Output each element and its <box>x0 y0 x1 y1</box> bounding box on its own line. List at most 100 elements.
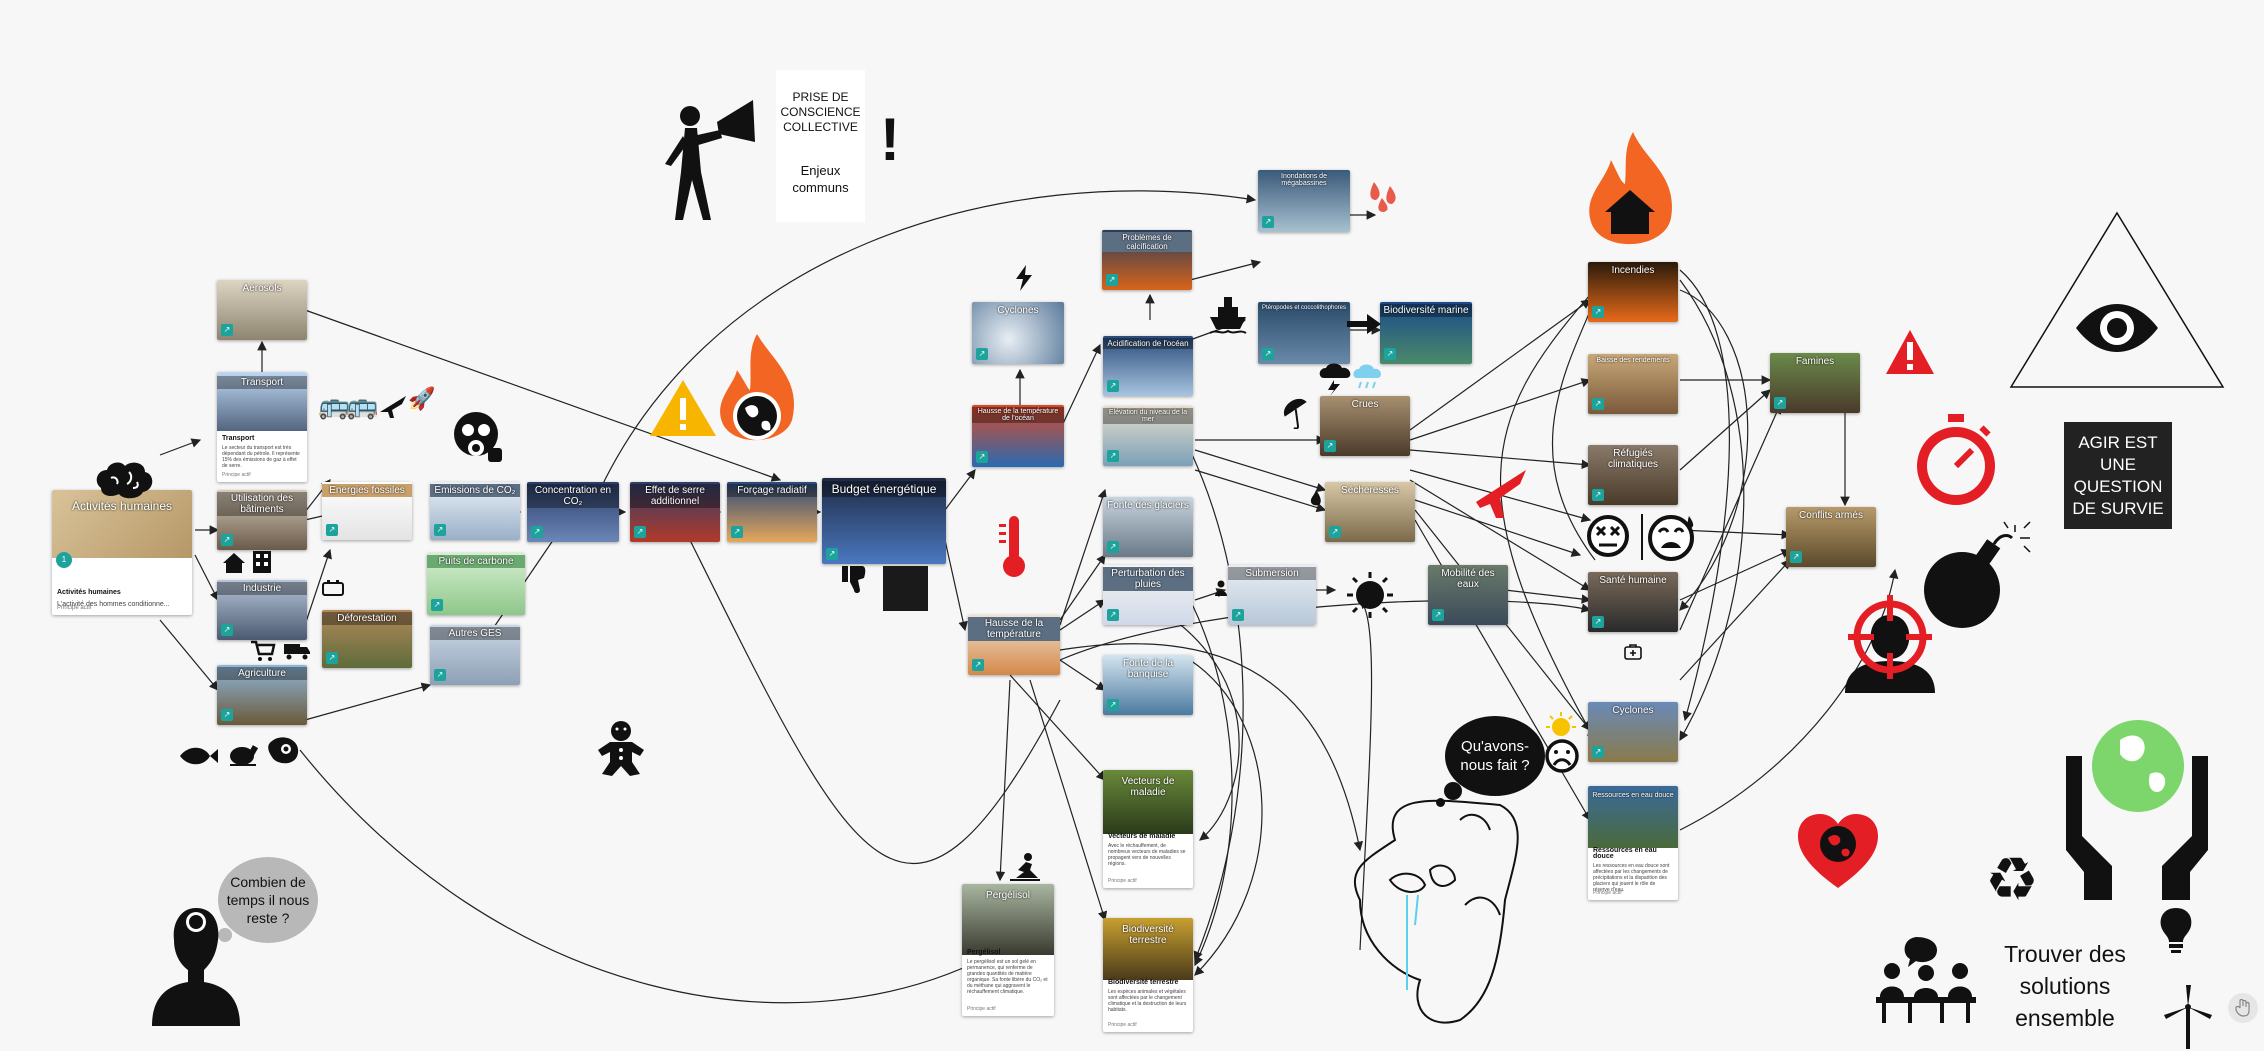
card-hausse-temperature[interactable]: Hausse de la température ↗ <box>968 615 1060 675</box>
card-title: Cyclones <box>997 305 1039 317</box>
card-emissions-co2[interactable]: Emissions de CO₂ ↗ <box>430 482 520 540</box>
truck-icon <box>284 644 310 660</box>
card-deforestation[interactable]: Déforestation ↗ <box>322 610 412 668</box>
card-biodiversite-marine[interactable]: Biodiversité marine ↗ <box>1380 302 1472 364</box>
thumb-down-icon <box>842 566 866 593</box>
exclamation-mark: ! <box>880 106 900 173</box>
crying-face-icon <box>1648 515 1694 561</box>
quavons-text: Qu'avons-nous fait ? <box>1460 738 1530 774</box>
card-desc-title: Transport <box>222 435 255 442</box>
card-badge: ↗ <box>1592 398 1604 410</box>
card-industrie[interactable]: Industrie ↗ <box>217 580 307 640</box>
card-title: Agriculture <box>217 667 307 681</box>
card-desc: Le pergélisol est un sol gelé en permane… <box>967 959 1048 995</box>
ship-icon <box>1209 297 1247 334</box>
battery-icon <box>322 580 344 596</box>
card-badge: ↗ <box>1592 306 1604 318</box>
card-biodiversite-terrestre[interactable]: Biodiversité terrestre Biodiversité terr… <box>1103 918 1193 1032</box>
card-title: Activités humaines <box>71 499 173 513</box>
card-badge: ↗ <box>531 526 543 538</box>
card-title: Inondations de mégabassines <box>1281 173 1327 188</box>
card-title: Baisse des rendements <box>1596 357 1670 365</box>
card-budget-energetique[interactable]: Budget énergétique ↗ <box>822 478 946 564</box>
card-badge: ↗ <box>434 669 446 681</box>
card-title: Transport <box>217 376 307 390</box>
card-badge: ↗ <box>1262 216 1274 228</box>
lightbulb-icon <box>2160 908 2192 953</box>
card-forcage-radiatif[interactable]: Forçage radiatif ↗ <box>727 482 817 542</box>
card-cyclones[interactable]: Cyclones ↗ <box>972 302 1064 364</box>
hands-earth-icon <box>2066 720 2208 900</box>
card-badge: ↗ <box>431 599 443 611</box>
card-agriculture[interactable]: Agriculture ↗ <box>217 665 307 725</box>
card-conflits-armes[interactable]: Conflits armés ↗ <box>1786 507 1876 567</box>
card-fonte-glaciers[interactable]: Fonte des glaciers ↗ <box>1103 497 1193 557</box>
card-sante-humaine[interactable]: Santé humaine ↗ <box>1588 572 1678 632</box>
card-mobilite-eaux[interactable]: Mobilité des eaux ↗ <box>1428 565 1508 625</box>
card-submersion[interactable]: Submersion ↗ <box>1228 565 1316 625</box>
card-concentration-co2[interactable]: Concentration en CO₂ ↗ <box>527 482 619 542</box>
card-desc-title: Biodiversité terrestre <box>1108 979 1179 986</box>
card-acidification[interactable]: Acidification de l'océan ↗ <box>1103 336 1193 396</box>
card-energies-fossiles[interactable]: Energies fossiles ↗ <box>322 482 412 540</box>
card-title: Hausse de la température <box>968 617 1060 642</box>
card-cyclones-humains[interactable]: Cyclones ↗ <box>1588 702 1678 762</box>
quavons-bubble-dot <box>1444 782 1462 800</box>
card-badge: ↗ <box>1329 526 1341 538</box>
card-effet-serre[interactable]: Effet de serre additionnel ↗ <box>630 482 720 542</box>
card-title: Acidification de l'océan <box>1103 338 1193 350</box>
card-inondations[interactable]: Inondations de mégabassines ↗ <box>1258 170 1350 232</box>
medkit-icon <box>1624 644 1642 660</box>
card-elevation-mer[interactable]: Elévation du niveau de la mer ↗ <box>1103 406 1193 466</box>
card-refugies-climatiques[interactable]: Réfugiés climatiques ↗ <box>1588 445 1678 505</box>
card-aerosols[interactable]: Aérosols ↗ <box>217 280 307 340</box>
card-title: Problèmes de calcification <box>1102 232 1192 253</box>
alert-icon <box>1886 330 1934 374</box>
surfer-icon <box>1010 853 1040 881</box>
card-desc: Avec le réchauffement, de nombreux vecte… <box>1108 843 1186 867</box>
plane-icon <box>380 396 406 418</box>
card-title: Ptéropodes et coccolithophores <box>1261 305 1347 312</box>
card-fonte-banquise[interactable]: Fonte de la banquise ↗ <box>1103 655 1193 715</box>
card-foot: Principe actif <box>1108 1022 1137 1028</box>
card-desc-title: Vecteurs de maladie <box>1108 833 1176 840</box>
card-hausse-temperature-ocean[interactable]: Hausse de la température de l'océan ↗ <box>972 405 1064 467</box>
card-pteropodes[interactable]: Ptéropodes et coccolithophores ↗ <box>1258 302 1350 364</box>
card-badge: ↗ <box>1107 699 1119 711</box>
divider-line <box>1641 514 1643 560</box>
card-badge: ↗ <box>434 524 446 536</box>
stopwatch-icon <box>1917 414 1995 505</box>
card-autres-ges[interactable]: Autres GES ↗ <box>430 625 520 685</box>
bomb-icon <box>1924 521 2031 628</box>
card-calcification[interactable]: Problèmes de calcification ↗ <box>1102 230 1192 290</box>
card-baisse-rendements[interactable]: Baisse des rendements ↗ <box>1588 354 1678 414</box>
card-foot: Principe actif <box>967 1006 996 1012</box>
hand-cursor-button[interactable] <box>2228 993 2258 1023</box>
quavons-bubble-dot <box>1436 798 1445 807</box>
rocket-icon: 🚀 <box>408 386 436 411</box>
gas-mask-icon <box>454 412 502 462</box>
card-badge: ↗ <box>221 709 233 721</box>
card-crues[interactable]: Crues ↗ <box>1320 396 1410 456</box>
agir-box: AGIR EST UNE QUESTION DE SURVIE <box>2064 422 2172 529</box>
card-incendies[interactable]: Incendies ↗ <box>1588 262 1678 322</box>
card-batiments[interactable]: Utilisation des bâtiments ↗ <box>217 490 307 550</box>
card-ressources-eau[interactable]: Ressources en eau douce Ressources en ea… <box>1588 786 1678 900</box>
steak-icon <box>268 737 299 764</box>
card-secheresses[interactable]: Sécheresses ↗ <box>1325 482 1415 542</box>
card-foot: Principe actif <box>1108 878 1137 884</box>
card-title: Réfugiés climatiques <box>1607 448 1659 471</box>
card-badge: ↗ <box>1774 397 1786 409</box>
red-plane-icon <box>1476 470 1526 518</box>
card-perturbation-pluies[interactable]: Perturbation des pluies ↗ <box>1103 565 1193 625</box>
card-puits-carbone[interactable]: Puits de carbone ↗ <box>427 553 525 615</box>
flame-icon <box>1310 490 1321 506</box>
card-badge: ↗ <box>731 526 743 538</box>
cart-icon <box>251 640 276 661</box>
card-famines[interactable]: Famines ↗ <box>1770 353 1860 413</box>
card-badge: ↗ <box>976 348 988 360</box>
